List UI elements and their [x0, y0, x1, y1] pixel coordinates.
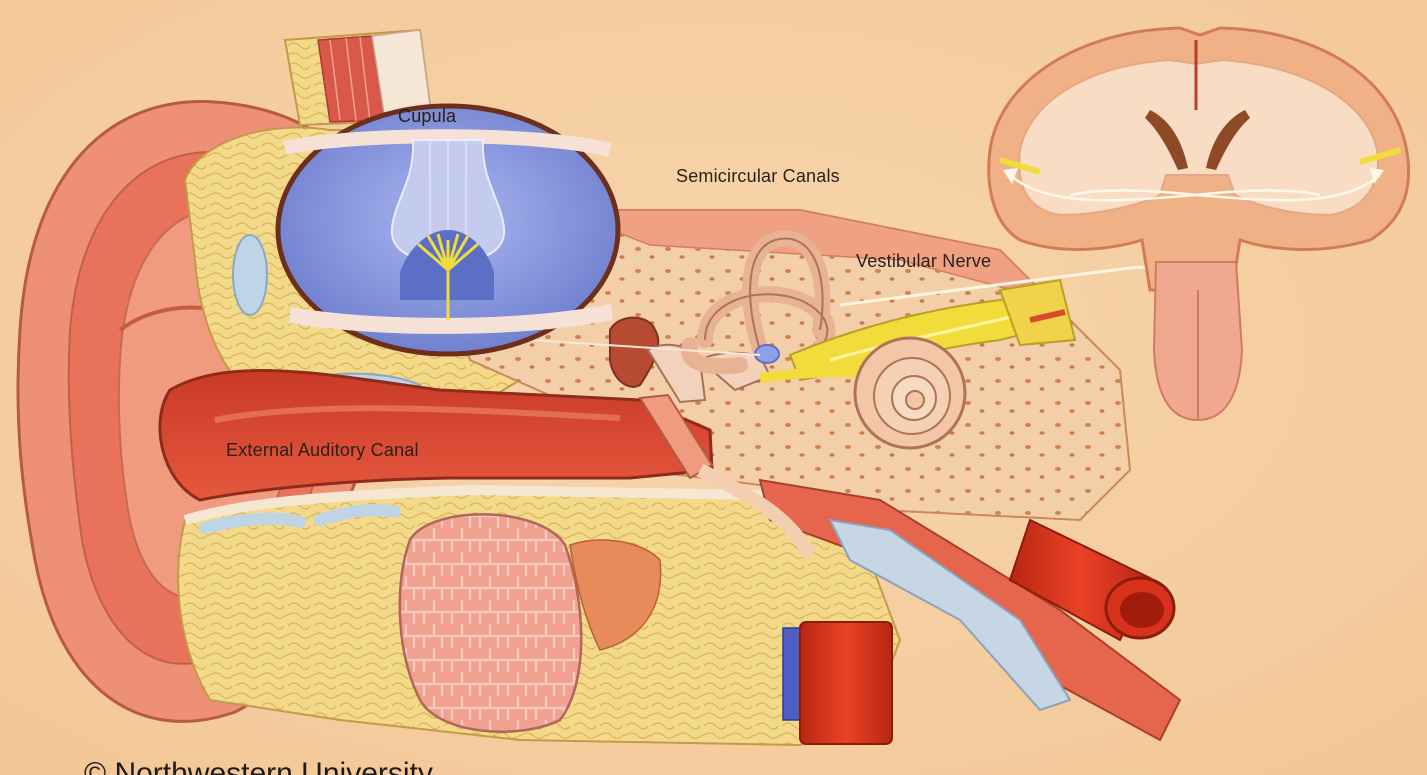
parotid-gland	[400, 514, 581, 731]
external-auditory-canal-label: External Auditory Canal	[226, 440, 419, 461]
cupula-label: Cupula	[398, 106, 456, 127]
semicircular-canals-label: Semicircular Canals	[676, 166, 840, 187]
cochlea	[855, 338, 965, 448]
jugular-vessels	[783, 622, 892, 744]
copyright-credit: © Northwestern University	[84, 757, 433, 775]
upper-vessel	[233, 235, 267, 315]
vestibular-nerve-label: Vestibular Nerve	[856, 251, 991, 272]
